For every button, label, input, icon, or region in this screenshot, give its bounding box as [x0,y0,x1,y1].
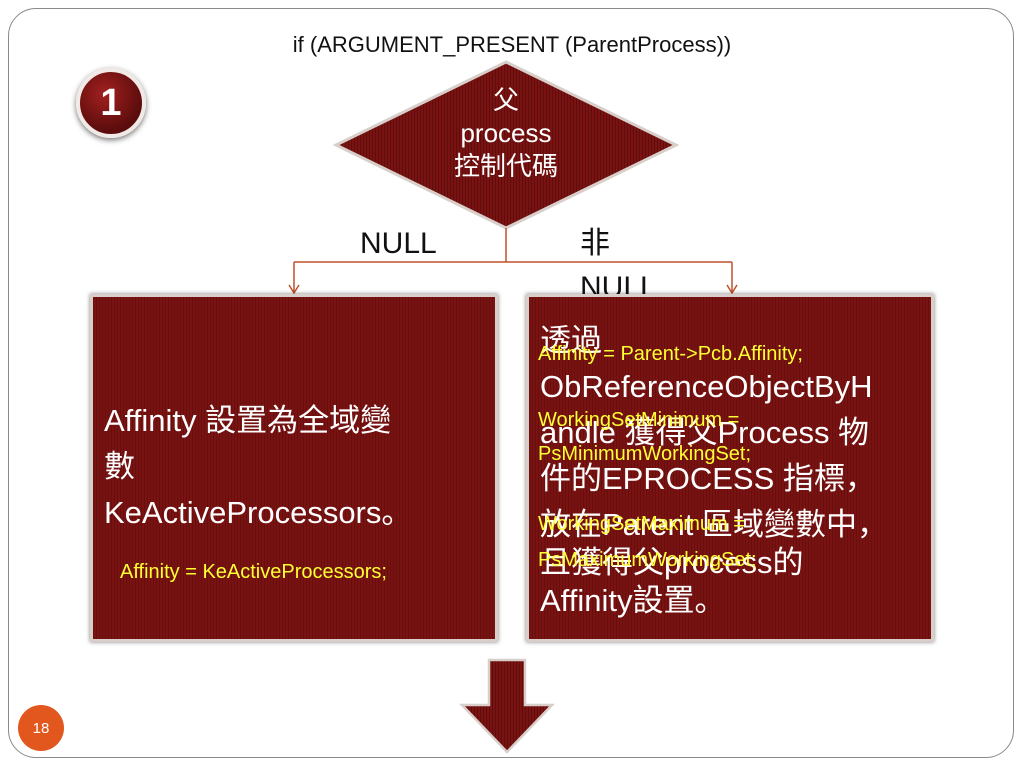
step-badge: 1 [76,68,146,138]
null-box-line-1: Affinity 設置為全域變 [104,403,392,438]
not-null-box-line-1: 透過 [540,323,602,358]
branch-label-null: NULL [360,227,437,260]
not-null-branch-box [526,294,934,642]
not-null-box-line-5: 放在Parent 區域變數中， [540,507,888,542]
decision-text: 父 process 控制代碼 [426,84,586,183]
decision-line-1: 父 [492,85,519,115]
decision-line-3: 控制代碼 [453,151,558,181]
not-null-box-line-7: Affinity設置。 [540,583,726,618]
not-null-code-line-1: Affinity = Parent->Pcb.Affinity; [538,343,803,365]
step-badge-number: 1 [100,81,122,124]
not-null-code-line-3: PsMinimumWorkingSet; [538,443,752,465]
not-null-box-line-4: 件的EPROCESS 指標， [540,461,876,496]
not-null-code-line-5: PsMaximumWorkingSet; [538,549,757,571]
null-box-line-2: 數 [104,449,135,484]
not-null-code-line-4: WorkingSetMaximum = [538,513,745,535]
page-number-badge: 18 [18,705,64,751]
slide-title: if (ARGUMENT_PRESENT (ParentProcess)) [292,32,732,57]
null-branch-box [90,294,498,642]
page-number: 18 [32,719,50,737]
not-null-box-line-2: ObReferenceObjectByH [540,369,873,404]
next-step-arrow [459,658,555,754]
not-null-code-line-2: WorkingSetMinimum = [538,409,740,431]
branch-connectors [288,228,738,295]
null-box-code: Affinity = KeActiveProcessors; [120,561,387,583]
slide-frame [8,8,1014,758]
not-null-box-line-6: 且獲得父process的 [540,545,804,580]
not-null-box-line-3: andle 獲得父Process 物 [540,415,870,450]
decision-line-2: process [460,118,552,148]
null-box-line-3: KeActiveProcessors。 [104,495,413,530]
branch-label-not-null-1: 非 [580,227,610,260]
